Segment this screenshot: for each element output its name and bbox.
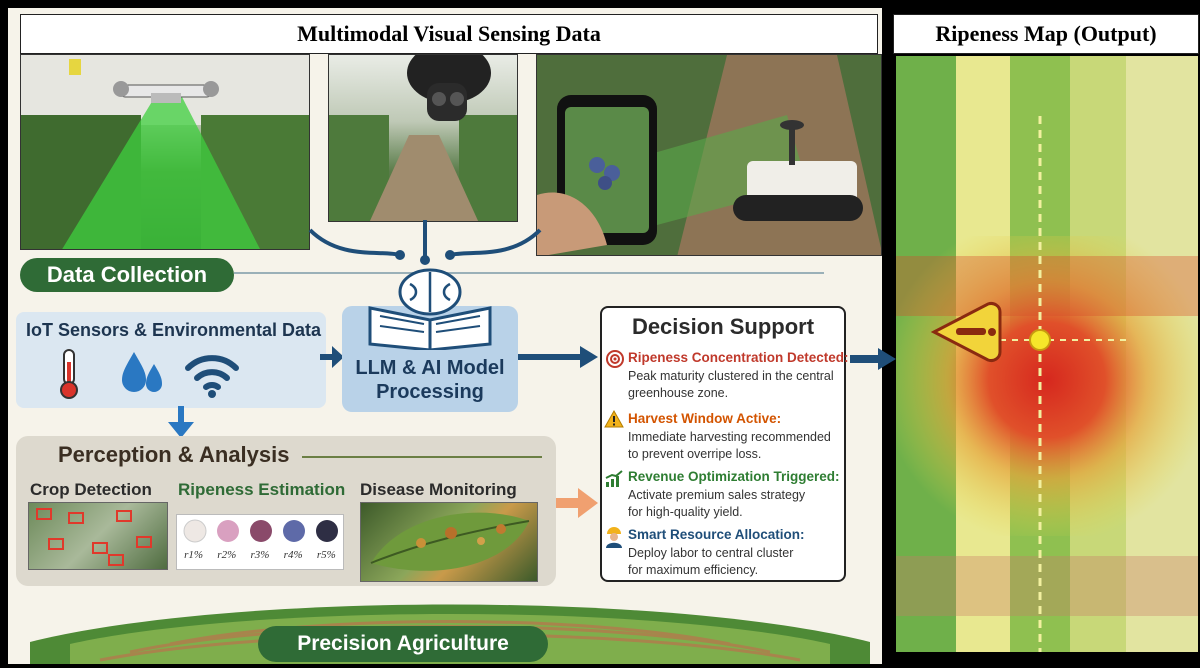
disease-leaf-image — [360, 502, 538, 582]
target-icon — [606, 350, 624, 368]
perception-title: Perception & Analysis — [58, 442, 290, 467]
data-collection-label: Data Collection — [20, 258, 234, 292]
ripeness-scale: r1% r2% r3% r4% r5% — [176, 514, 344, 570]
brain-book-icon — [368, 268, 492, 350]
decision-support-title: Decision Support — [631, 314, 815, 339]
divider-line — [234, 272, 824, 274]
iot-title: IoT Sensors & Environmental Data — [26, 320, 322, 340]
wifi-icon — [185, 355, 239, 398]
precision-agriculture-label: Precision Agriculture — [258, 626, 548, 662]
growth-chart-icon — [605, 470, 623, 487]
llm-label-line2: Processing — [376, 381, 484, 403]
water-drops-icon — [122, 352, 162, 392]
worker-icon — [606, 527, 622, 548]
alert-triangle-icon — [930, 302, 1002, 362]
llm-label: LLM & AI Model Processing — [342, 356, 518, 404]
decision-item-4-line1: Deploy labor to central cluster — [628, 546, 794, 560]
camera-photo — [328, 54, 518, 222]
crop-detection-title: Crop Detection — [30, 480, 152, 499]
decision-item-3-line2: for high-quality yield. — [628, 505, 743, 519]
perception-divider — [302, 456, 542, 458]
decision-item-4-body: Deploy labor to central cluster for maxi… — [628, 545, 846, 579]
arrow-iot-to-llm — [320, 346, 344, 368]
phone-robot-photo — [536, 54, 882, 256]
decision-item-2-line1: Immediate harvesting recommended — [628, 430, 831, 444]
decision-item-1-line1: Peak maturity clustered in the central — [628, 369, 834, 383]
ripeness-level-5: r5% — [316, 549, 336, 561]
decision-support-panel — [600, 306, 846, 582]
ripeness-level-3: r3% — [250, 549, 270, 561]
drone-photo — [20, 54, 310, 250]
arrow-to-ripeness-map — [850, 348, 896, 370]
ripeness-heatmap — [896, 56, 1198, 652]
thermometer-icon — [60, 349, 78, 399]
llm-label-line1: LLM & AI Model — [355, 357, 505, 379]
arrow-perception-to-decision — [556, 488, 598, 518]
warning-icon — [604, 410, 624, 428]
decision-item-2-line2: to prevent overripe loss. — [628, 447, 762, 461]
decision-item-4-line2: for maximum efficiency. — [628, 563, 759, 577]
ripeness-level-4: r4% — [283, 549, 303, 561]
ripeness-level-2: r2% — [217, 549, 237, 561]
ripeness-map-title: Ripeness Map (Output) — [893, 14, 1199, 54]
sensor-connector — [308, 220, 542, 265]
decision-item-3-line1: Activate premium sales strategy — [628, 488, 806, 502]
ripeness-level-1: r1% — [184, 549, 204, 561]
decision-item-3-body: Activate premium sales strategy for high… — [628, 487, 846, 521]
decision-item-1-heading: Ripeness Concentration Detected: — [628, 350, 849, 365]
decision-item-2-heading: Harvest Window Active: — [628, 411, 782, 426]
decision-item-2-body: Immediate harvesting recommended to prev… — [628, 429, 846, 463]
ripeness-estimation-title: Ripeness Estimation — [178, 480, 346, 499]
decision-item-1-body: Peak maturity clustered in the central g… — [628, 368, 846, 402]
decision-item-3-heading: Revenue Optimization Triggered: — [628, 469, 840, 484]
arrow-iot-to-perception — [168, 406, 194, 438]
decision-item-1-line2: greenhouse zone. — [628, 386, 729, 400]
disease-monitoring-title: Disease Monitoring — [360, 480, 517, 499]
crop-detection-image — [28, 502, 168, 570]
arrow-llm-to-decision — [518, 346, 598, 368]
decision-item-4-heading: Smart Resource Allocation: — [628, 527, 805, 542]
left-title: Multimodal Visual Sensing Data — [20, 14, 878, 54]
